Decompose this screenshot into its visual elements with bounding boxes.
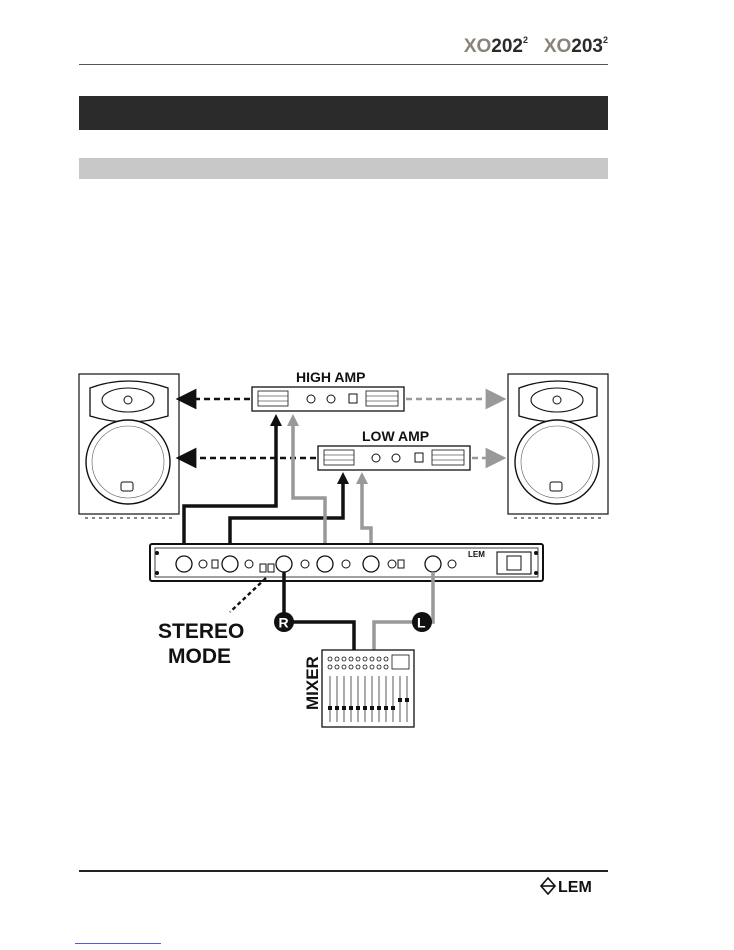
left-badge: L — [417, 615, 426, 631]
high-amp-label: HIGH AMP — [296, 369, 365, 385]
cable-out1-to-high-amp — [182, 420, 278, 560]
footer-brand: LEM — [558, 879, 592, 895]
low-amp-label: LOW AMP — [362, 428, 429, 444]
cable-r-to-mixer — [282, 572, 356, 650]
model-2-number: 203 — [571, 36, 603, 57]
model-1-number: 202 — [491, 36, 523, 57]
left-speaker — [78, 373, 180, 519]
subsection-title-bar — [79, 158, 608, 179]
cable-l-to-mixer — [372, 572, 435, 650]
header-rule — [79, 64, 608, 65]
right-badge: R — [279, 615, 289, 631]
lem-logo-icon — [539, 876, 557, 896]
crossover-brand: LEM — [468, 550, 485, 559]
footer-logo: LEM — [539, 876, 610, 900]
model-1-sup: 2 — [522, 35, 528, 45]
stereo-mode-pointer — [229, 577, 267, 613]
model-2-sup: 2 — [602, 35, 608, 45]
low-amp — [317, 445, 471, 471]
footer-rule — [79, 870, 608, 872]
stereo-mode-line1: STEREO — [158, 620, 244, 643]
model-1-prefix: XO — [463, 36, 492, 57]
right-speaker — [507, 373, 609, 519]
model-2-prefix: XO — [543, 36, 572, 57]
section-title-bar — [79, 96, 608, 130]
stereo-mode-line2: MODE — [168, 645, 231, 668]
high-amp — [251, 386, 405, 412]
model-title: XO2022 XO2032 — [463, 35, 608, 58]
mixer — [321, 649, 415, 728]
cable-out2-to-low-amp — [228, 478, 345, 560]
crossover-unit: LEM — [149, 543, 544, 582]
mixer-label: MIXER — [303, 656, 322, 710]
footer-link-underline — [75, 943, 161, 944]
cable-out3-to-high-amp — [291, 420, 327, 560]
